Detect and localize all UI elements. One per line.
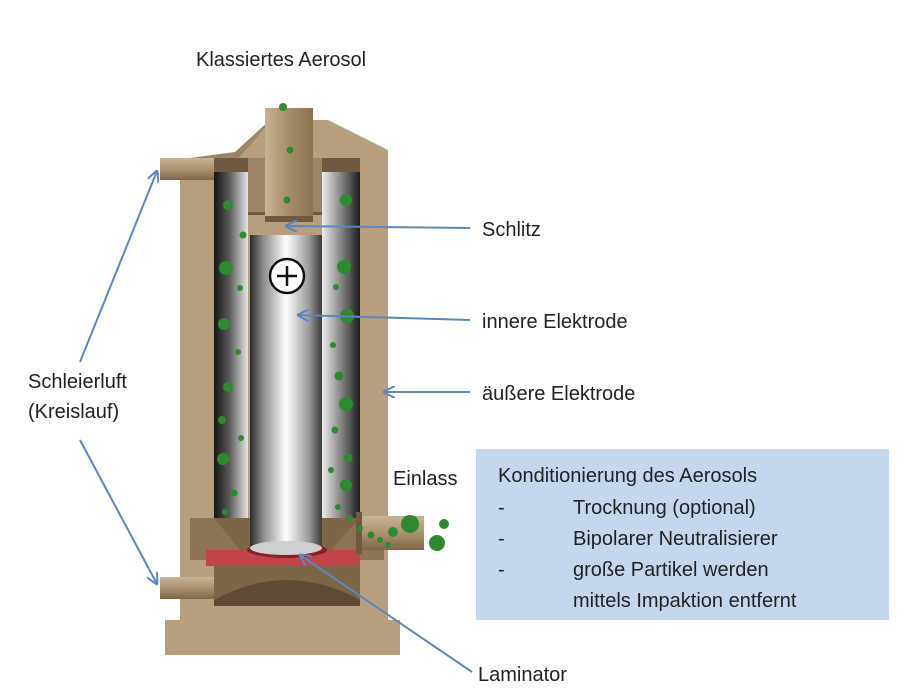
label-outer-electrode: äußere Elektrode	[482, 383, 636, 405]
arrow-sheath-air-top	[79, 171, 157, 363]
arrow-laminator	[300, 555, 473, 673]
inner-electrode-tip	[250, 541, 322, 555]
conditioning-item-text: große Partikel werden	[573, 559, 769, 581]
title: Klassiertes Aerosol	[196, 49, 367, 71]
label-inlet: Einlass	[393, 468, 458, 490]
particles	[217, 103, 449, 551]
annular-channel-right	[322, 158, 360, 518]
sheath-air-port-top	[160, 158, 220, 180]
arrow-slit	[286, 226, 471, 228]
conditioning-item-dash: -	[498, 528, 505, 550]
sheath-air-port-bottom	[160, 577, 220, 599]
conditioning-item-text: mittels Impaktion entfernt	[573, 590, 797, 612]
arrow-inner-electrode	[298, 315, 471, 320]
conditioning-item-text: Trocknung (optional)	[573, 497, 756, 519]
annular-channel-left	[214, 158, 248, 518]
plus-icon	[268, 257, 306, 295]
arrows	[79, 171, 473, 673]
conditioning-item-dash: -	[498, 559, 505, 581]
conditioning-box-title: Konditionierung des Aerosols	[498, 465, 758, 487]
label-sheath-air-note: (Kreislauf)	[28, 401, 120, 423]
label-laminator: Laminator	[478, 664, 567, 686]
conditioning-box: Konditionierung des Aerosols - Trocknung…	[476, 449, 889, 620]
label-inner-electrode: innere Elektrode	[482, 311, 628, 333]
arrow-sheath-air-bottom	[79, 439, 157, 584]
conditioning-item-dash: -	[498, 497, 505, 519]
label-slit: Schlitz	[482, 219, 541, 241]
label-sheath-air: Schleierluft	[28, 371, 127, 393]
conditioning-item-text: Bipolarer Neutralisierer	[573, 528, 778, 550]
